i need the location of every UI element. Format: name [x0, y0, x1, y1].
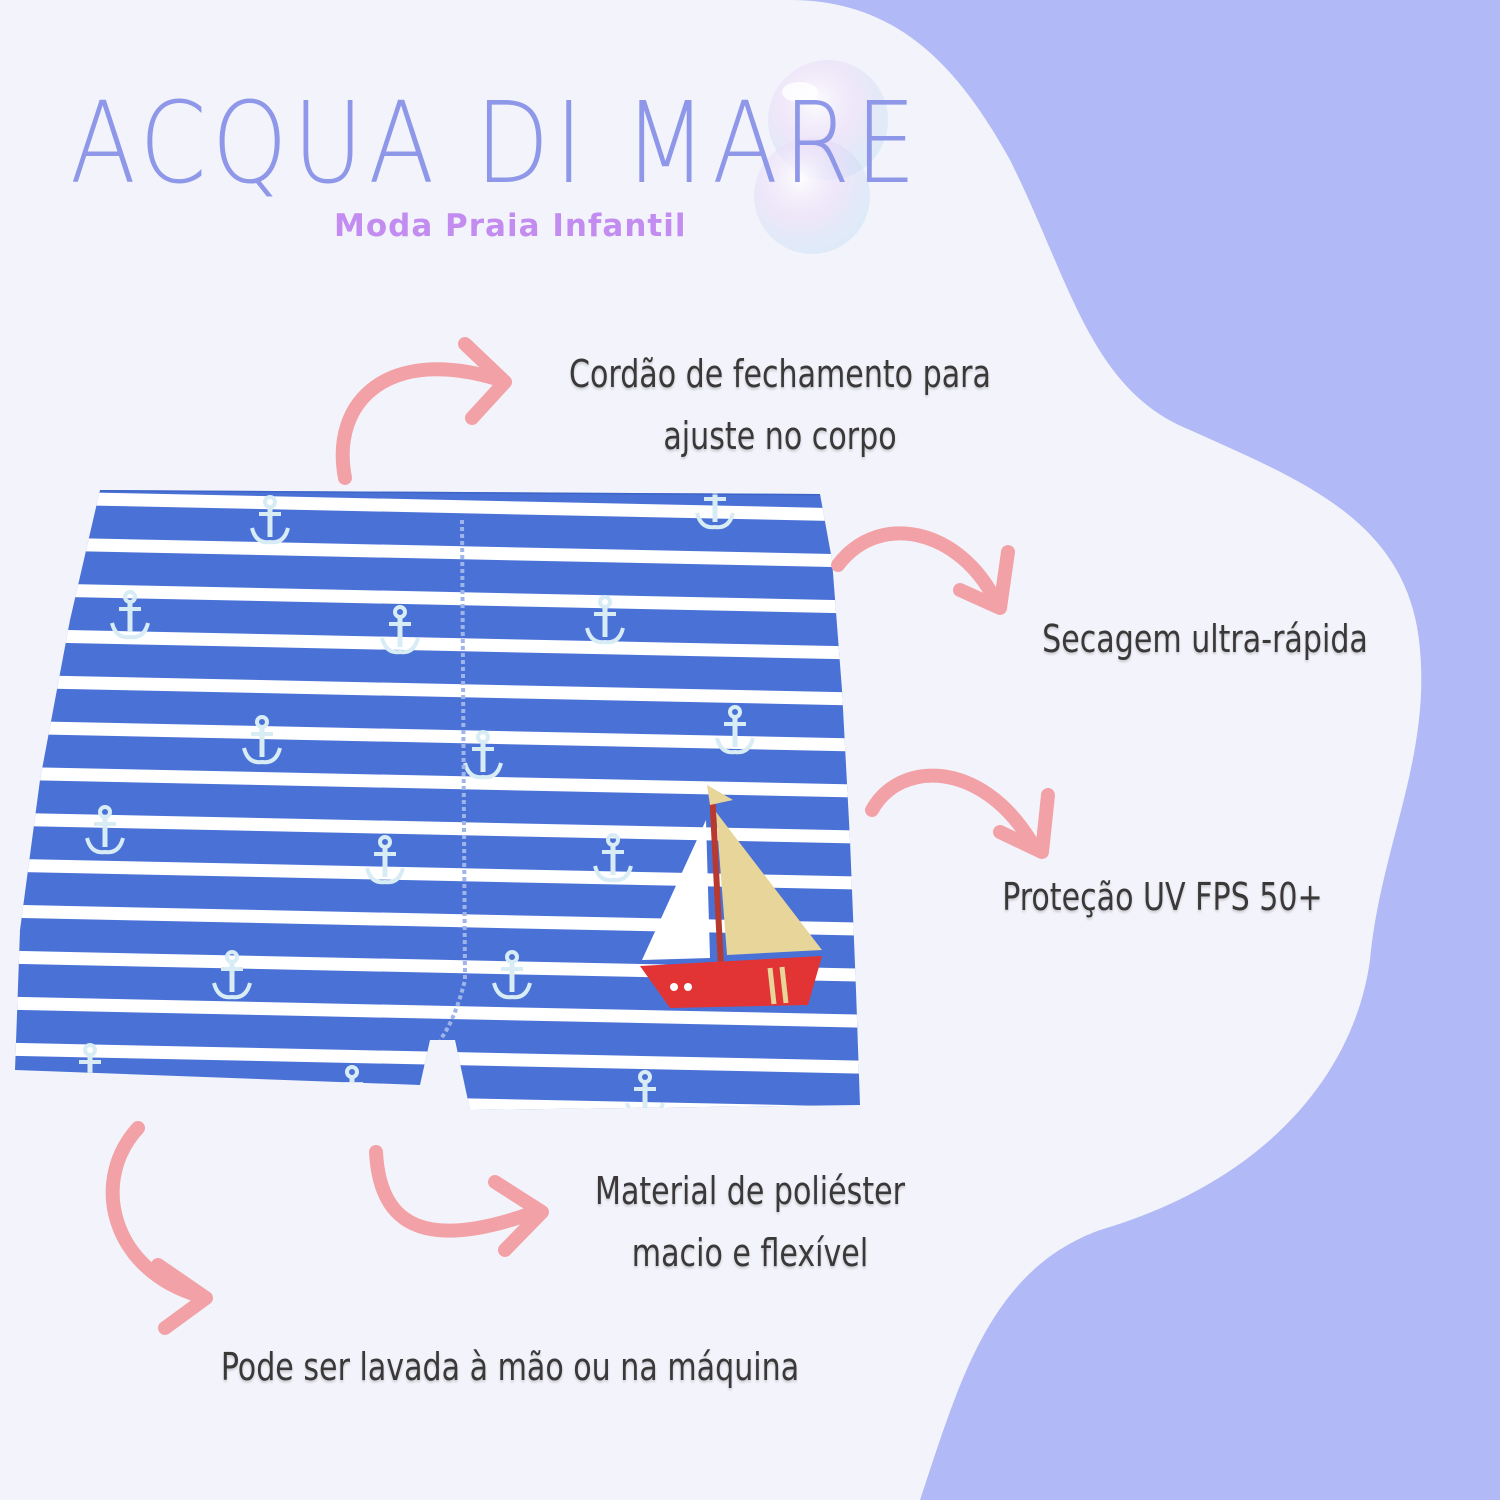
anchor-icon	[585, 595, 625, 645]
stripe	[15, 490, 860, 523]
stripe	[15, 536, 860, 569]
stripe	[15, 674, 860, 707]
anchor-icon	[212, 950, 252, 1000]
stripe	[15, 858, 860, 891]
feature-material: Material de poliéster macio e flexível	[570, 1160, 931, 1284]
anchor-icon	[242, 715, 282, 765]
anchor-icon	[380, 605, 420, 655]
arrow-drawstring-icon	[335, 337, 512, 485]
stripe	[15, 812, 860, 845]
stripe	[15, 996, 860, 1029]
stripe	[15, 720, 860, 753]
anchor-icon	[250, 495, 290, 545]
anchor-icon	[593, 833, 633, 883]
stripe	[15, 628, 860, 661]
stripe	[15, 766, 860, 799]
arrow-quick-dry-icon	[831, 526, 1015, 615]
sailboat-icon	[640, 785, 822, 1008]
swim-shorts-image	[15, 490, 860, 1110]
anchor-icon	[715, 705, 755, 755]
feature-material-line-1: Material de poliéster	[594, 1169, 906, 1213]
anchor-icon	[492, 950, 532, 1000]
stripe	[15, 582, 860, 615]
feature-drawstring: Cordão de fechamento para ajuste no corp…	[551, 343, 1009, 467]
anchor-icon	[625, 1070, 665, 1110]
feature-uv-protection: Proteção UV FPS 50+	[1002, 875, 1323, 919]
feature-washable: Pode ser lavada à mão ou na máquina	[220, 1345, 800, 1389]
anchor-icon	[110, 590, 150, 640]
arrow-material-icon	[369, 1145, 549, 1257]
anchor-icon	[365, 835, 405, 885]
anchor-icon	[463, 730, 503, 780]
arrow-uv-icon	[865, 768, 1055, 859]
feature-quick-dry: Secagem ultra-rápida	[1042, 617, 1368, 661]
bubble-icon	[754, 60, 888, 254]
brand-logo-title: ACQUA DI MARE	[70, 79, 922, 209]
feature-drawstring-line-2: ajuste no corpo	[663, 414, 897, 458]
feature-drawstring-line-1: Cordão de fechamento para	[569, 352, 991, 396]
anchor-icon	[85, 805, 125, 855]
feature-material-line-2: macio e flexível	[631, 1231, 869, 1275]
arrow-washable-icon	[105, 1121, 213, 1335]
brand-tagline: Moda Praia Infantil	[334, 208, 687, 244]
